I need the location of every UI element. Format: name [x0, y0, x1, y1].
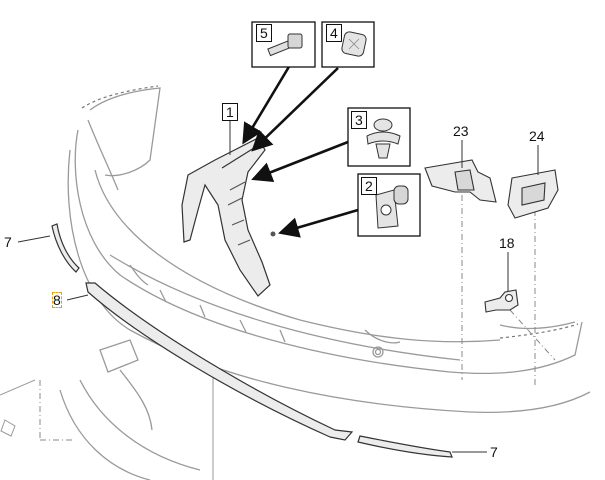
detail-box-2-clip [357, 173, 421, 237]
part-24-bracket [507, 169, 559, 219]
part-1-bracket [181, 137, 271, 297]
callout-5: 5 [256, 24, 272, 42]
callout-23: 23 [453, 123, 469, 139]
callout-8: 8 [52, 292, 62, 308]
detail-arrows [242, 64, 359, 238]
callout-24: 24 [529, 128, 545, 144]
detail-box-5-bolt [251, 21, 316, 68]
part-7-trim-strip-right [357, 435, 453, 458]
callout-1: 1 [222, 103, 238, 121]
detail-box-3-push-clip [347, 107, 411, 167]
bumper-cover [59, 87, 591, 480]
callout-18: 18 [499, 235, 515, 251]
part-7-trim-strip-left [51, 223, 80, 273]
callout-2: 2 [361, 177, 377, 195]
callout-7-left: 7 [4, 234, 12, 250]
guide-lines [39, 195, 556, 441]
callout-7-right: 7 [490, 444, 498, 460]
callout-3: 3 [351, 111, 367, 129]
callout-4: 4 [326, 24, 342, 42]
part-18-clip [484, 289, 519, 313]
part-23-bracket [424, 159, 497, 203]
leader-lines [17, 121, 539, 453]
part-8-trim-strip [85, 282, 354, 441]
